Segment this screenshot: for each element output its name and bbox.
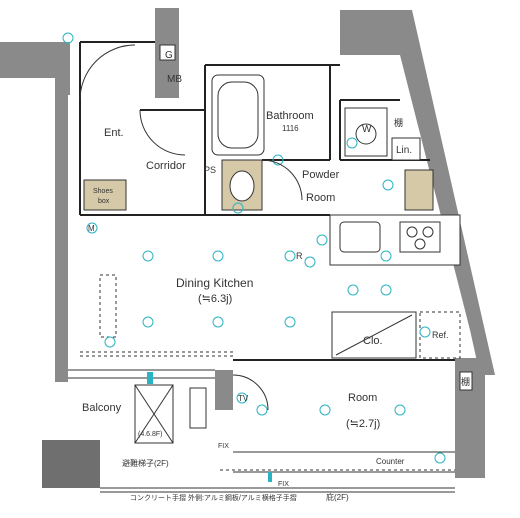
label-clo: Clo. bbox=[363, 335, 383, 347]
label-hisashi: 庇(2F) bbox=[326, 492, 349, 502]
label-powder-room: Room bbox=[306, 192, 335, 204]
label-shoes-2: box bbox=[98, 198, 110, 205]
fixtures bbox=[83, 44, 473, 444]
label-corridor: Corridor bbox=[146, 160, 186, 172]
label-mb: MB bbox=[167, 74, 182, 85]
label-ent: Ent. bbox=[104, 127, 124, 139]
label-room-size: (≒2.7j) bbox=[346, 418, 380, 430]
label-tana-1: 棚 bbox=[394, 117, 403, 128]
label-balcony: Balcony bbox=[82, 402, 122, 414]
label-tana-2: 棚 bbox=[461, 376, 470, 387]
label-room: Room bbox=[348, 392, 377, 404]
label-r: R bbox=[296, 251, 303, 261]
label-w: W bbox=[362, 124, 372, 135]
equipment-markers bbox=[62, 32, 446, 482]
label-m: M bbox=[88, 224, 95, 233]
label-counter: Counter bbox=[376, 457, 405, 466]
label-fix-2: FIX bbox=[278, 481, 289, 488]
label-bottom-note: コンクリート手摺 外側:アルミ鋼板/アルミ横格子手摺 bbox=[130, 493, 297, 502]
label-g: G bbox=[165, 50, 173, 61]
label-dining-kitchen-size: (≒6.3j) bbox=[198, 293, 232, 305]
label-ref: Ref. bbox=[432, 330, 449, 340]
label-balcony-unit: (4.6.8F) bbox=[138, 431, 163, 438]
label-fix-1: FIX bbox=[218, 443, 229, 450]
label-powder: Powder bbox=[302, 169, 340, 181]
label-bathroom: Bathroom bbox=[266, 110, 314, 122]
label-evac: 避難梯子(2F) bbox=[122, 458, 169, 468]
label-dining-kitchen: Dining Kitchen bbox=[176, 276, 253, 290]
door-swings bbox=[79, 44, 303, 411]
label-ps: PS bbox=[204, 165, 216, 175]
label-lin: Lin. bbox=[396, 145, 412, 156]
label-tv: TV bbox=[238, 394, 249, 403]
plan-labels: G MB Bathroom 1116 W 棚 Lin. Ent. Corrido… bbox=[82, 50, 470, 502]
label-shoes-1: Shoes bbox=[93, 188, 113, 195]
label-bathroom-size: 1116 bbox=[282, 124, 299, 133]
